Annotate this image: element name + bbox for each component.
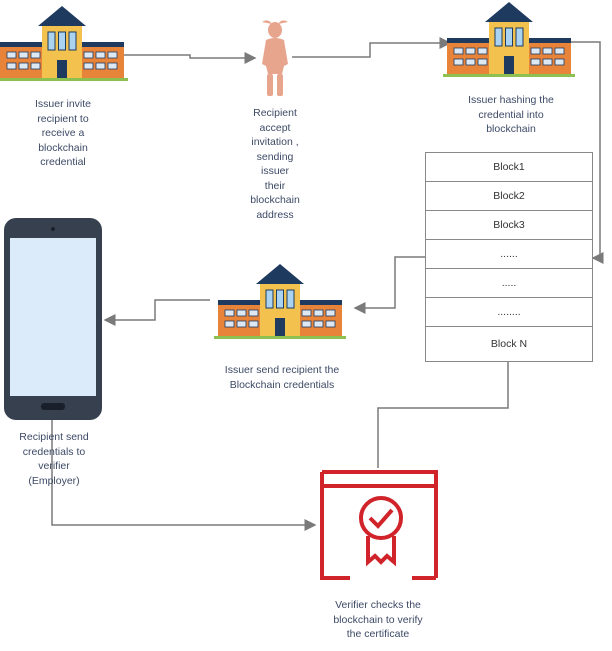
caption-issuer-send: Issuer send recipient the Blockchain cre…	[224, 364, 340, 391]
connector-blockchain-to-verifier	[377, 362, 509, 468]
block-row: Block2	[426, 182, 592, 211]
blockchain-table: Block1 Block2 Block3 ...... ..... ......…	[425, 152, 593, 362]
connector-issuer-to-blockchain	[571, 41, 604, 264]
issuer-building-icon	[0, 5, 129, 82]
caption-issuer-invite: Issuer invite recipient to receive a blo…	[34, 98, 92, 168]
connector-phone-to-verifier	[51, 408, 317, 531]
block-row: .....	[426, 269, 592, 298]
certificate-icon	[320, 470, 438, 580]
block-row: Block1	[426, 153, 592, 182]
issuer-building-hashing-icon	[442, 1, 576, 78]
smartphone-icon	[4, 218, 102, 420]
caption-recipient-send: Recipient send credentials to verifier (…	[19, 431, 89, 487]
recipient-person-icon	[262, 20, 288, 96]
block-row: ........	[426, 298, 592, 327]
issuer-building-send-icon	[213, 263, 347, 340]
connector-blockchain-to-issuer	[353, 256, 425, 314]
block-row: Block3	[426, 211, 592, 240]
block-row: ......	[426, 240, 592, 269]
caption-verifier-checks: Verifier checks the blockchain to verify…	[333, 599, 423, 640]
connector-recipient-to-issuer	[292, 37, 452, 58]
caption-issuer-hashing: Issuer hashing the credential into block…	[468, 94, 554, 135]
caption-recipient-accept: Recipient accept invitation , sending is…	[250, 107, 300, 221]
block-row: Block N	[490, 338, 528, 350]
connector-issuer-to-phone	[103, 299, 210, 326]
connector-invite-to-recipient	[118, 52, 257, 64]
